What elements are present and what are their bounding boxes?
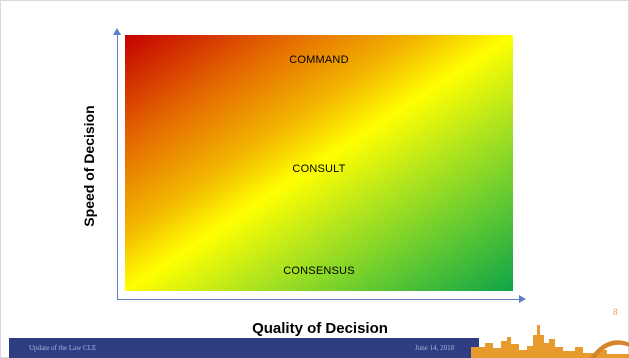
x-axis-arrow-icon [519, 295, 526, 303]
footer-bar [9, 338, 479, 358]
y-axis-line [117, 31, 118, 299]
footer-date: June 14, 2018 [415, 344, 455, 352]
skyline-buildings [471, 325, 629, 358]
x-axis-line [117, 299, 522, 300]
city-skyline-icon [471, 325, 629, 358]
zone-label-consensus: CONSENSUS [283, 265, 355, 277]
page-number: 8 [613, 307, 618, 317]
decision-gradient-matrix: COMMAND CONSULT CONSENSUS [125, 35, 513, 291]
x-axis-label: Quality of Decision [252, 320, 388, 337]
y-axis-arrow-icon [113, 28, 121, 35]
zone-label-consult: CONSULT [292, 163, 346, 175]
y-axis-label: Speed of Decision [81, 105, 97, 227]
footer-title: Update of the Law CLE [29, 344, 97, 352]
skyline-arch [589, 340, 629, 358]
zone-label-command: COMMAND [289, 54, 349, 66]
